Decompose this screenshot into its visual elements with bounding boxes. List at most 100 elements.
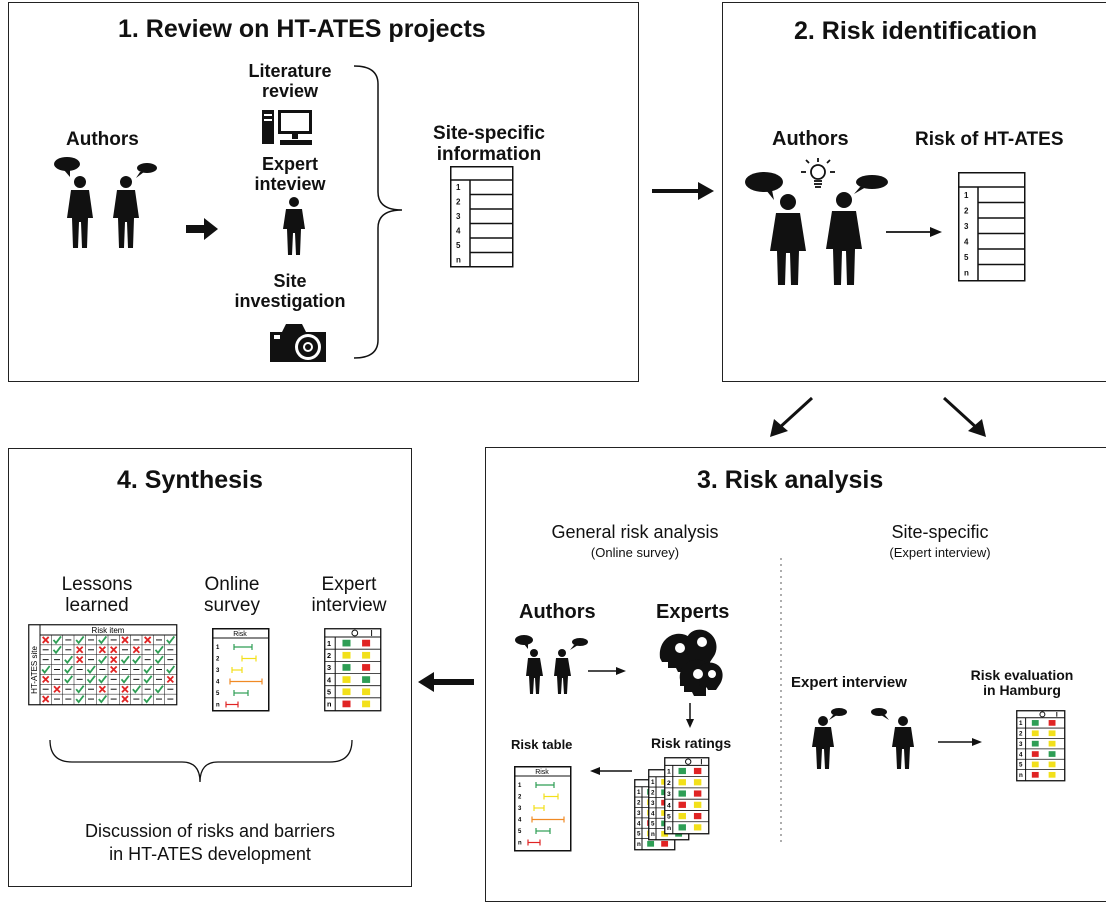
row-label: 3 <box>667 791 671 798</box>
cross-icon <box>166 675 174 683</box>
rating-square <box>678 779 686 786</box>
row-label: 5 <box>1019 762 1023 769</box>
row-label: 1 <box>1019 720 1023 727</box>
rating-square <box>1031 730 1039 737</box>
rating-square <box>678 790 686 797</box>
arrow-right-icon-3 <box>588 667 626 675</box>
rating-square <box>693 790 702 797</box>
rating-sheet <box>1016 710 1066 782</box>
rating-square <box>342 700 351 708</box>
risk-header: Risk <box>535 769 549 776</box>
row-label: 1 <box>518 783 522 789</box>
experts-label: Experts <box>656 601 730 623</box>
check-icon <box>86 675 96 684</box>
cross-icon <box>98 646 106 654</box>
check-icon <box>154 685 164 694</box>
htates-site-label: HT-ATES site <box>30 646 39 694</box>
lessons-matrix: Risk item HT-ATES site <box>28 624 178 706</box>
row-label: n <box>667 825 671 832</box>
authors-label-3: Authors <box>519 601 596 623</box>
rating-square <box>342 688 351 696</box>
arrow-right-icon-4 <box>938 738 982 746</box>
computer-icon <box>262 110 312 145</box>
check-icon <box>143 675 153 684</box>
row-label: n <box>637 841 641 848</box>
rating-square <box>1031 761 1039 768</box>
brace-icon-1 <box>353 65 403 359</box>
rating-sheet <box>324 628 382 712</box>
row-5-label: 5 <box>456 241 461 250</box>
rating-square <box>342 639 351 647</box>
cross-icon <box>53 685 61 693</box>
rating-sheet <box>664 757 710 835</box>
cross-icon <box>121 695 129 703</box>
row-label: 4 <box>651 810 655 817</box>
arrow-right-icon-2 <box>886 227 942 237</box>
row-5-label: 5 <box>964 253 969 262</box>
authors-icon-2 <box>745 172 888 285</box>
cross-icon <box>110 656 118 664</box>
risk-table-label: Risk table <box>511 737 573 752</box>
check-icon <box>75 695 85 704</box>
cross-icon <box>98 685 106 693</box>
check-icon <box>75 635 85 645</box>
cross-icon <box>42 636 50 644</box>
rating-square <box>661 840 669 847</box>
panel-risk-identification-title: 2. Risk identification <box>794 17 1038 45</box>
check-icon <box>52 645 62 655</box>
rating-square <box>1031 771 1039 778</box>
rating-square <box>362 688 371 696</box>
row-label: 2 <box>637 800 641 807</box>
cross-icon <box>121 636 129 644</box>
row-label: 4 <box>327 675 332 684</box>
circle-icon <box>685 758 692 765</box>
arrow-down-icon <box>686 703 694 728</box>
row-label: 2 <box>327 651 331 660</box>
rating-square <box>1031 720 1039 726</box>
rating-square <box>342 651 351 659</box>
check-icon <box>52 635 62 645</box>
rating-square <box>1048 740 1056 747</box>
rating-square <box>342 664 351 671</box>
rating-square <box>693 779 702 786</box>
cross-icon <box>110 646 118 654</box>
row-label: 5 <box>327 687 331 696</box>
rating-square <box>1048 730 1056 737</box>
risk-header: Risk <box>233 631 247 638</box>
rating-square <box>678 767 686 775</box>
panel-review-title: 1. Review on HT-ATES projects <box>118 15 486 43</box>
check-icon <box>98 695 108 704</box>
authors-icon-3 <box>515 635 588 694</box>
row-label: 3 <box>518 806 522 812</box>
cross-icon <box>110 665 118 674</box>
row-label: 5 <box>651 821 655 828</box>
row-3-label: 3 <box>964 222 969 231</box>
lightbulb-icon <box>801 158 835 188</box>
row-label: 4 <box>637 820 641 827</box>
rating-square <box>1031 740 1039 747</box>
row-3-label: 3 <box>456 212 461 221</box>
row-label: 3 <box>1019 741 1023 748</box>
cross-icon <box>76 656 84 664</box>
check-icon <box>154 655 164 665</box>
site-info-table: 1 2 3 4 5 n <box>450 166 514 268</box>
row-label: 1 <box>667 768 671 775</box>
cross-icon <box>42 675 50 683</box>
check-icon <box>132 685 142 694</box>
rating-square <box>693 812 702 820</box>
authors-label-1: Authors <box>66 129 139 150</box>
row-label: 2 <box>1019 731 1023 738</box>
panel-risk-analysis-title: 3. Risk analysis <box>697 466 884 494</box>
check-icon <box>143 695 153 704</box>
authors-label-2: Authors <box>772 128 849 150</box>
synthesis-brace-icon <box>49 739 353 783</box>
rating-square <box>693 824 702 831</box>
